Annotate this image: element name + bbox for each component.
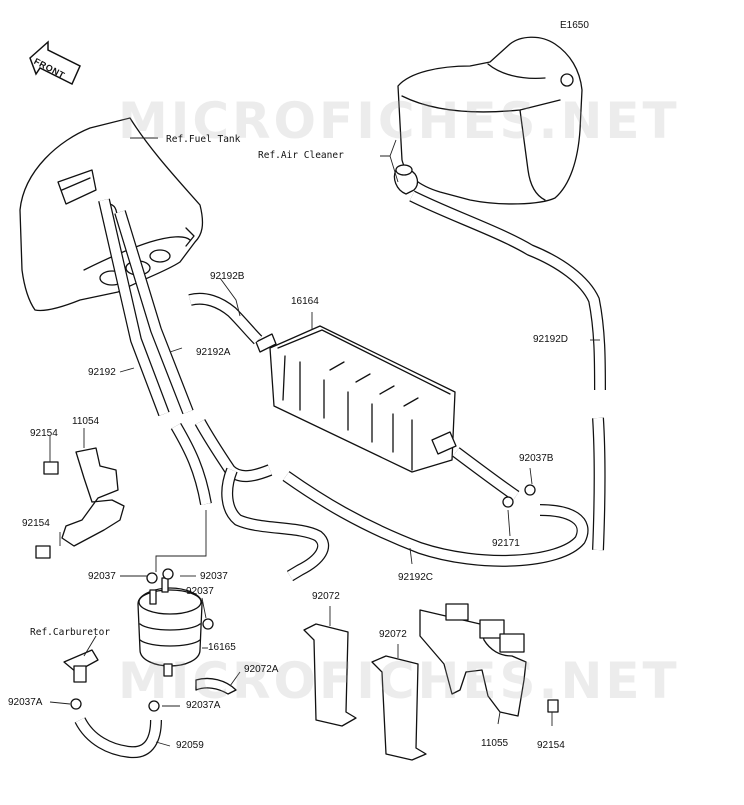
part-label: 92154 [30, 428, 58, 439]
bracket-11055-shape [419, 603, 559, 717]
part-label: 92154 [537, 740, 565, 751]
fuel-filter-16165-shape [137, 577, 203, 677]
part-label: 92037 [88, 571, 116, 582]
bracket-92072-b-shape [371, 655, 427, 761]
part-label: 92037 [186, 586, 214, 597]
part-label: 11055 [481, 738, 509, 749]
part-label: 92154 [22, 518, 50, 529]
clamps [70, 484, 536, 712]
bracket-11054-shape [35, 447, 125, 559]
watermark-bottom: MICROFICHES.NET [118, 652, 680, 710]
part-label: 92072 [312, 591, 340, 602]
figure-code: E1650 [560, 20, 589, 31]
hose-92192D [409, 190, 606, 551]
part-label: 92192B [210, 271, 245, 282]
hose-92192B [188, 292, 263, 345]
air-cleaner-shape [393, 36, 583, 205]
watermark-top: MICROFICHES.NET [118, 92, 680, 150]
hose-92059 [74, 717, 162, 759]
part-label: 92192D [533, 334, 569, 345]
part-label: 92072A [244, 664, 279, 675]
part-label: 92037A [8, 697, 43, 708]
part-label: 11054 [72, 416, 100, 427]
hose-92192A [114, 210, 194, 415]
carburetor-fitting-shape [63, 649, 99, 683]
ref-fuel-tank: Ref.Fuel Tank [166, 134, 241, 145]
part-label: 92072 [379, 629, 407, 640]
part-label: 92059 [176, 740, 204, 751]
hose-92192 [98, 198, 170, 417]
part-label: 92037 [200, 571, 228, 582]
bracket-92072-a-shape [303, 623, 357, 727]
canister-16164-shape [255, 325, 457, 473]
hose-canister-outlet [452, 447, 520, 501]
part-label: 92037B [519, 453, 554, 464]
part-label: 92192A [196, 347, 231, 358]
part-label: 92192 [88, 367, 116, 378]
part-label: 92171 [492, 538, 520, 549]
part-label: 92037A [186, 700, 221, 711]
ref-carburetor: Ref.Carburetor [30, 627, 111, 638]
hose-to-filter [221, 467, 330, 582]
leader-lines [49, 137, 600, 747]
part-label: 16165 [208, 642, 236, 653]
hose-92192C [282, 471, 589, 567]
part-label: 92192C [398, 572, 434, 583]
part-label: 16164 [291, 296, 319, 307]
front-arrow-icon [29, 40, 81, 86]
ref-air-cleaner: Ref.Air Cleaner [258, 150, 344, 161]
